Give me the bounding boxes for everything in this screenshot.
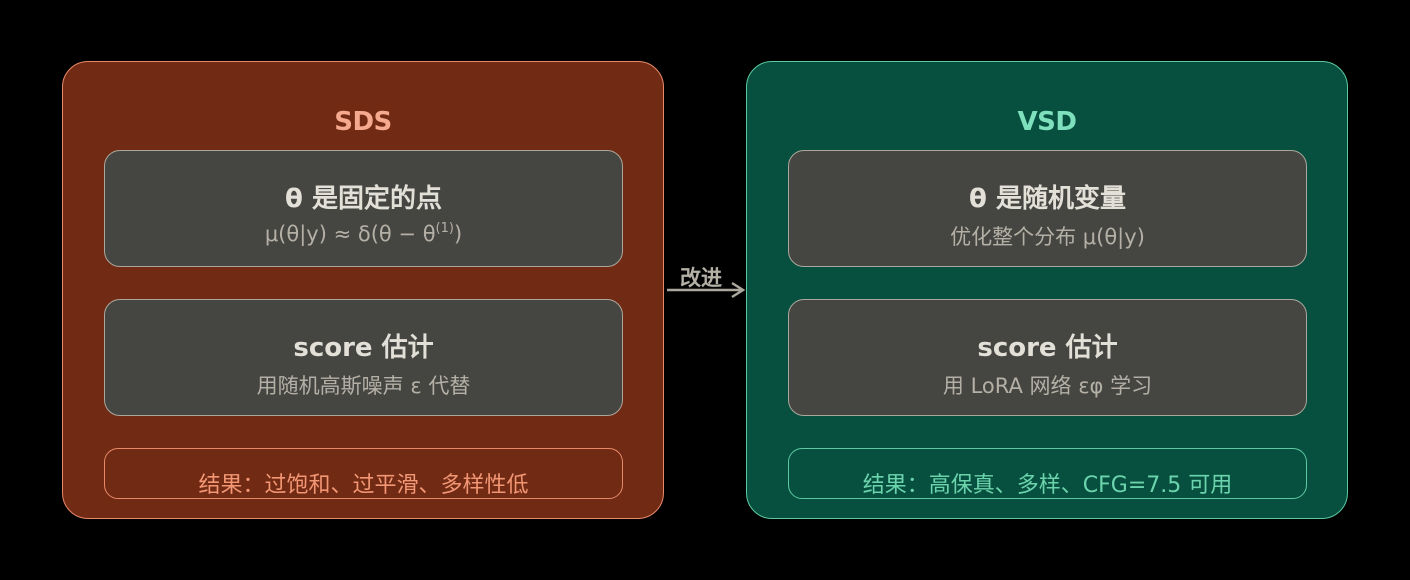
vsd-result-box: 结果：高保真、多样、CFG=7.5 可用 <box>788 448 1307 499</box>
vsd-score-subtitle: 用 LoRA 网络 εφ 学习 <box>942 374 1153 398</box>
vsd-score-title: score 估计 <box>977 333 1118 363</box>
sds-score-subtitle: 用随机高斯噪声 ε 代替 <box>256 374 471 398</box>
vsd-panel: VSD θ 是随机变量 优化整个分布 μ(θ|y) score 估计 用 LoR… <box>746 61 1348 519</box>
sds-result-box: 结果：过饱和、过平滑、多样性低 <box>104 448 623 499</box>
sds-theta-card: θ 是固定的点 μ(θ|y) ≈ δ(θ − θ(1)) <box>104 150 623 267</box>
formula-superscript: (1) <box>435 221 454 236</box>
improve-label: 改进 <box>680 266 722 290</box>
formula-end: ) <box>453 222 463 246</box>
formula-main: μ(θ|y) ≈ δ(θ − θ <box>264 222 436 246</box>
sds-score-title: score 估计 <box>293 333 434 363</box>
vsd-result-text: 结果：高保真、多样、CFG=7.5 可用 <box>862 473 1233 498</box>
sds-theta-formula: μ(θ|y) ≈ δ(θ − θ(1)) <box>105 221 622 246</box>
vsd-theta-title: θ 是随机变量 <box>969 184 1126 214</box>
sds-result-text: 结果：过饱和、过平滑、多样性低 <box>198 473 529 498</box>
sds-title: SDS <box>334 107 392 137</box>
vsd-theta-card: θ 是随机变量 优化整个分布 μ(θ|y) <box>788 150 1307 267</box>
sds-panel: SDS θ 是固定的点 μ(θ|y) ≈ δ(θ − θ(1)) score 估… <box>62 61 664 519</box>
sds-theta-title: θ 是固定的点 <box>285 184 442 214</box>
right-arrow-icon <box>667 281 746 299</box>
vsd-title: VSD <box>1017 107 1077 137</box>
vsd-score-card: score 估计 用 LoRA 网络 εφ 学习 <box>788 299 1307 416</box>
vsd-theta-subtitle: 优化整个分布 μ(θ|y) <box>950 225 1145 249</box>
sds-score-card: score 估计 用随机高斯噪声 ε 代替 <box>104 299 623 416</box>
